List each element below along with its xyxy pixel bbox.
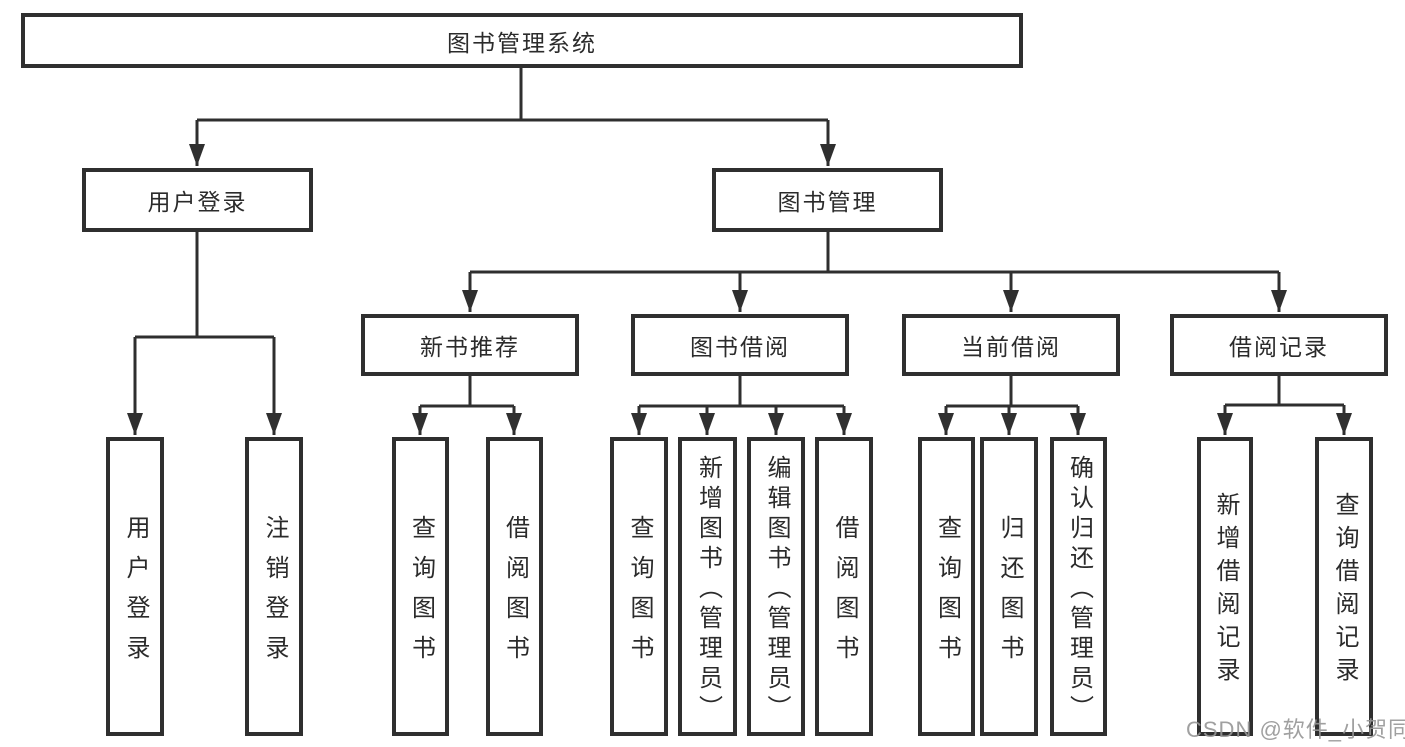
node-book-management: 图书管理 <box>712 168 943 232</box>
node-label: 用户登录 <box>122 514 149 675</box>
leaf-borrow-books: 借阅图书 <box>815 437 873 736</box>
node-label: 归还图书 <box>996 514 1023 675</box>
node-label: 查询图书 <box>933 514 961 675</box>
leaf-query-books-current: 查询图书 <box>918 437 975 736</box>
node-borrow-records: 借阅记录 <box>1170 314 1388 376</box>
node-label: 确认归还（管理员） <box>1065 454 1093 725</box>
node-current-borrow: 当前借阅 <box>902 314 1120 376</box>
node-label: 图书管理 <box>777 189 878 215</box>
leaf-edit-books-admin: 编辑图书（管理员） <box>747 437 805 736</box>
node-label: 借阅图书 <box>501 514 529 675</box>
node-label: 新增借阅记录 <box>1212 492 1239 690</box>
leaf-confirm-return-admin: 确认归还（管理员） <box>1050 437 1107 736</box>
leaf-return-books: 归还图书 <box>980 437 1038 736</box>
node-label: 图书管理系统 <box>447 29 597 56</box>
node-label: 注销登录 <box>261 514 288 675</box>
node-label: 查询借阅记录 <box>1331 492 1358 690</box>
leaf-user-login: 用户登录 <box>106 437 164 736</box>
node-label: 当前借阅 <box>961 334 1061 360</box>
node-book-borrow: 图书借阅 <box>631 314 849 376</box>
node-user-login-branch: 用户登录 <box>82 168 313 232</box>
node-new-book-recommend: 新书推荐 <box>361 314 579 376</box>
leaf-query-books-borrow: 查询图书 <box>610 437 668 736</box>
node-label: 新增图书（管理员） <box>694 454 722 725</box>
node-library-management-system: 图书管理系统 <box>21 13 1023 68</box>
leaf-query-books-recommend: 查询图书 <box>392 437 449 736</box>
leaf-add-borrow-record: 新增借阅记录 <box>1197 437 1253 736</box>
node-label: 查询图书 <box>407 514 435 675</box>
leaf-borrow-books-recommend: 借阅图书 <box>486 437 543 736</box>
node-label: 编辑图书（管理员） <box>763 454 790 725</box>
node-label: 借阅记录 <box>1229 334 1329 360</box>
node-label: 图书借阅 <box>690 334 790 360</box>
leaf-logout: 注销登录 <box>245 437 303 736</box>
node-label: 借阅图书 <box>831 514 858 675</box>
node-label: 查询图书 <box>626 514 653 675</box>
node-label: 新书推荐 <box>420 334 520 360</box>
leaf-add-books-admin: 新增图书（管理员） <box>678 437 737 736</box>
leaf-query-borrow-record: 查询借阅记录 <box>1315 437 1373 736</box>
csdn-watermark: CSDN @软件_小贺同学 <box>1186 717 1405 742</box>
node-label: 用户登录 <box>147 189 248 215</box>
